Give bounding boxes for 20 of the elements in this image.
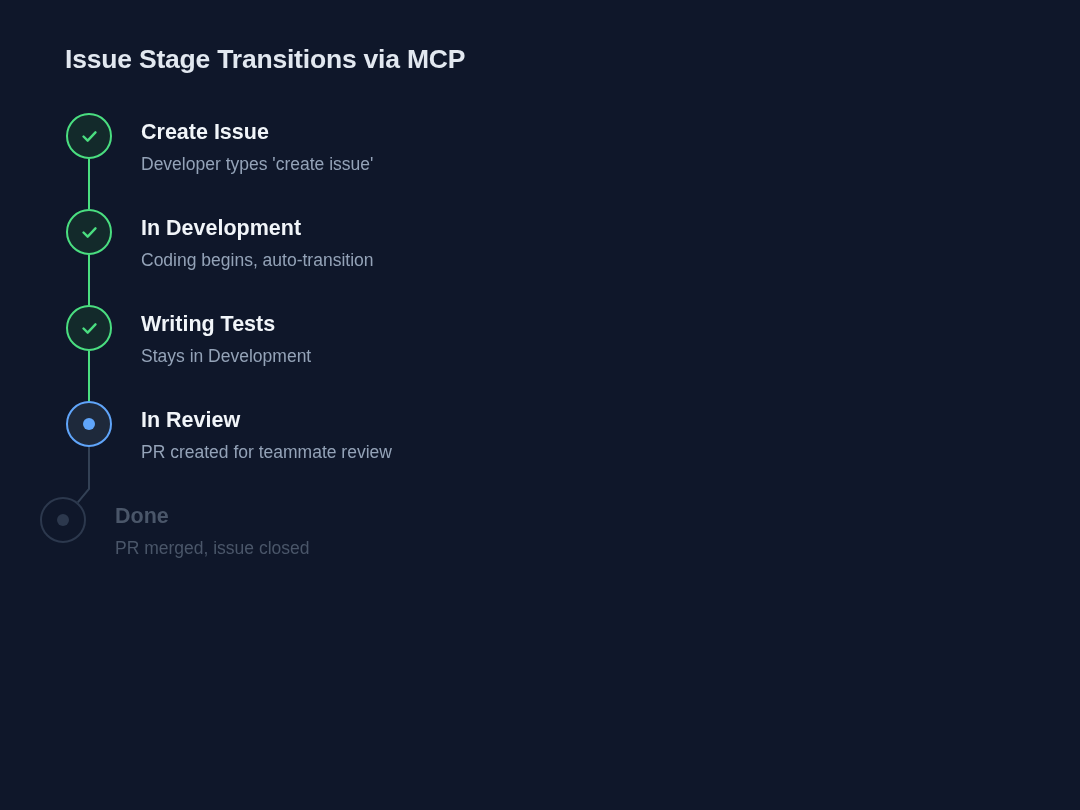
step-circle (66, 401, 112, 447)
step-title: Done (115, 503, 169, 529)
step-title: In Development (141, 215, 302, 241)
connector-line (88, 254, 90, 306)
step-title: Writing Tests (141, 311, 276, 337)
step-description: Coding begins, auto-transition (141, 249, 374, 271)
connector-line (88, 350, 90, 402)
step-title: Create Issue (141, 119, 269, 145)
step-description: PR merged, issue closed (115, 537, 310, 559)
step-circle (66, 305, 112, 351)
step-circle (66, 113, 112, 159)
step-description: Developer types 'create issue' (141, 153, 374, 175)
step-title: In Review (141, 407, 241, 433)
step-description: PR created for teammate review (141, 441, 392, 463)
connector-line (88, 158, 90, 210)
step-circle (66, 209, 112, 255)
step-description: Stays in Development (141, 345, 312, 367)
step-circle (40, 497, 86, 543)
connector-line (76, 446, 90, 504)
diagram-title: Issue Stage Transitions via MCP (65, 43, 466, 75)
